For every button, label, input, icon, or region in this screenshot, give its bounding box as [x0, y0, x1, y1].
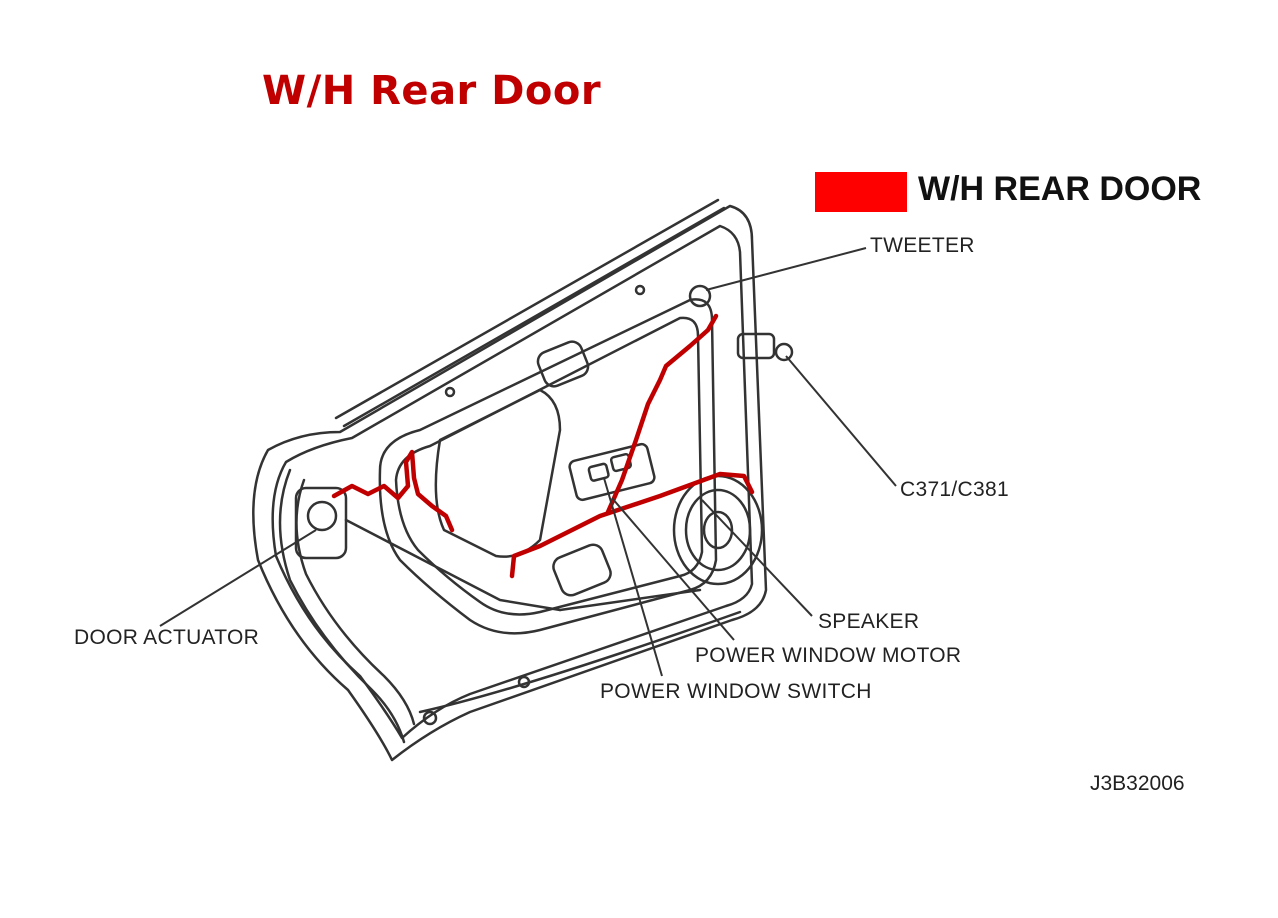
speaker-mid [684, 488, 752, 572]
leader-tweeter [705, 247, 867, 291]
inner-panel [378, 298, 718, 635]
callout-power-window-switch: POWER WINDOW SWITCH [600, 680, 872, 703]
mount-hole-2 [517, 675, 531, 689]
speaker-inner [702, 510, 734, 550]
wire-harness-route [331, 449, 455, 533]
wire-harness-riser [605, 313, 719, 515]
connector-body [736, 332, 776, 360]
legend-swatch [815, 172, 907, 212]
upper-handle-pocket [536, 340, 590, 388]
callout-connector: C371/C381 [900, 478, 1009, 501]
leader-door-actuator [159, 529, 317, 627]
callout-door-actuator: DOOR ACTUATOR [74, 626, 260, 649]
window-channel [334, 198, 726, 428]
leader-speaker [701, 499, 813, 617]
hinge-flange [278, 468, 406, 744]
door-inner-outline [271, 224, 754, 740]
regulator-plate [434, 388, 562, 558]
latch-rod [344, 518, 562, 612]
mount-hole-4 [634, 284, 646, 296]
lower-handle-pocket [552, 543, 612, 597]
callout-speaker: SPEAKER [818, 610, 920, 633]
actuator-knob [306, 500, 338, 532]
window-switch-housing [568, 442, 656, 502]
callout-tweeter: TWEETER [870, 234, 975, 257]
wire-harness-main [509, 471, 755, 579]
bottom-rail [418, 610, 742, 714]
leader-connector [785, 355, 897, 487]
figure-reference: J3B32006 [1090, 772, 1185, 795]
leader-power-window-motor [611, 497, 735, 641]
hinge-flange-2 [295, 478, 416, 726]
mount-hole-3 [444, 386, 456, 398]
door-actuator-block [294, 486, 348, 560]
inner-panel-2 [394, 316, 704, 616]
legend-label: W/H REAR DOOR [918, 170, 1202, 208]
page-title: W/H Rear Door [262, 68, 602, 114]
leader-power-window-switch [603, 477, 663, 677]
door-outer-outline [252, 204, 768, 762]
window-switch-button-1 [587, 462, 610, 482]
tweeter-mount [688, 284, 712, 308]
mount-hole-1 [422, 710, 438, 726]
misc-rod [558, 588, 702, 612]
callout-power-window-motor: POWER WINDOW MOTOR [695, 644, 962, 667]
connector-plug [774, 342, 794, 362]
